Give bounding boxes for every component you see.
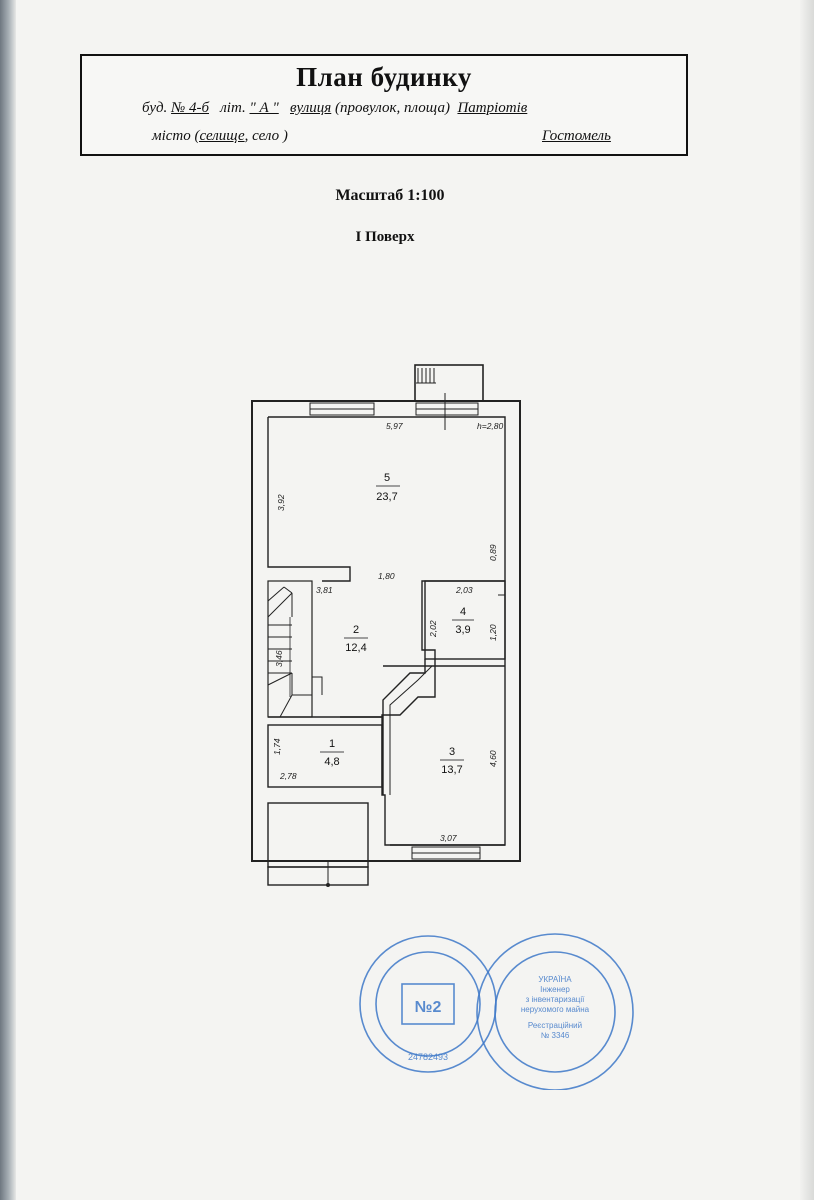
stamp-right-line-4: нерухомого майна: [521, 1005, 590, 1014]
dim-1-74: 1,74: [272, 738, 282, 755]
header-box: План будинку буд. № 4-б літ. " А " вулиц…: [80, 54, 688, 156]
city-alternatives: , село ): [244, 128, 288, 144]
room-1-area: 4,8: [324, 756, 339, 768]
stamp-right-line-5: Реєстраційний: [528, 1021, 582, 1030]
building-number: № 4-б: [171, 100, 209, 116]
dim-0-89: 0,89: [488, 544, 498, 561]
dim-2-78: 2,78: [279, 771, 297, 781]
building-label: буд.: [142, 100, 168, 116]
floor-label: І Поверх: [355, 229, 415, 245]
room-3-area: 13,7: [441, 764, 462, 776]
room-2-area: 12,4: [345, 642, 366, 654]
entry-step: [267, 866, 369, 886]
outer-wall: [251, 400, 521, 862]
room-1-number: 1: [329, 738, 335, 750]
room-5-number: 5: [384, 472, 390, 484]
scale-label: Масштаб 1:100: [335, 187, 445, 204]
page-title: План будинку: [296, 62, 472, 92]
page-edge: [800, 0, 814, 1200]
stamp-right: [476, 933, 634, 1090]
binding-shadow: [0, 0, 16, 1200]
dim-2-03: 2,03: [455, 585, 473, 595]
room-5-area: 23,7: [376, 491, 397, 503]
street-alternatives: (провулок, площа): [335, 100, 450, 116]
stamp-right-line-2: Інженер: [540, 985, 570, 994]
dim-1-80: 1,80: [378, 571, 395, 581]
room-1-outline: [267, 724, 383, 788]
dim-3-46: 3,46: [274, 650, 284, 667]
street-type: вулиця: [290, 100, 332, 116]
letter-label: літ.: [220, 100, 246, 116]
floor-plan: 5 23,7 2 12,4 4 3,9 1 4,8 3 13,7 5,97 h=…: [251, 364, 521, 887]
letter-value: " А ": [249, 100, 279, 116]
dim-4-60: 4,60: [488, 750, 498, 767]
official-stamps: №2 24782493 УКРАЇНА Інженер з інвентариз…: [359, 933, 634, 1090]
room-2-number: 2: [353, 624, 359, 636]
dim-1-20: 1,20: [488, 624, 498, 641]
city-type: (селище: [194, 128, 245, 144]
stamp-left-number: №2: [415, 999, 442, 1016]
stamp-left-code: 24782493: [408, 1052, 448, 1062]
room-4-number: 4: [460, 606, 466, 618]
height-label: h=2,80: [477, 421, 504, 431]
dim-3-92: 3,92: [276, 494, 286, 511]
street-name: Патріотів: [457, 100, 528, 116]
dim-width-top: 5,97: [386, 421, 403, 431]
address-line-2: місто (селище, село ): [152, 128, 288, 145]
stamp-right-line-1: УКРАЇНА: [538, 975, 572, 984]
city-name: Гостомель: [542, 128, 611, 144]
address-line-1: буд. № 4-б літ. " А " вулиця (провулок, …: [142, 100, 527, 117]
dim-3-81: 3,81: [316, 585, 333, 595]
room-3-number: 3: [449, 746, 455, 758]
dim-2-02: 2,02: [428, 620, 438, 638]
city-label: місто: [152, 128, 191, 144]
vestibule: [267, 802, 369, 868]
stamp-right-line-6: № 3346: [541, 1031, 570, 1040]
room-4-outline: [424, 580, 506, 660]
stamp-right-line-3: з інвентаризації: [526, 995, 586, 1004]
dim-3-07: 3,07: [440, 833, 457, 843]
room-4-area: 3,9: [455, 624, 470, 636]
